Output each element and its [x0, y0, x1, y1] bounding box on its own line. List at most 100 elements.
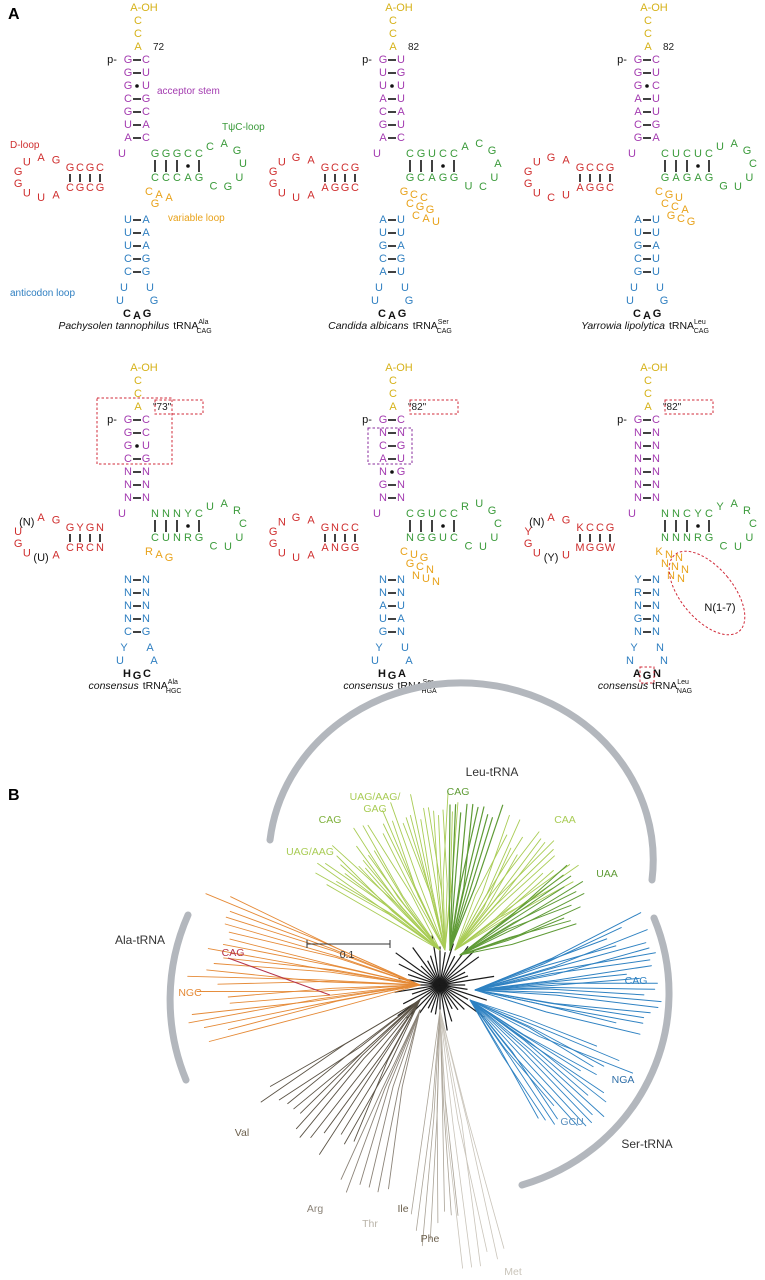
- d-stem-3p-nt: G: [96, 182, 105, 194]
- core-edge: [439, 950, 475, 986]
- acceptor-3p-nt: N: [142, 479, 150, 491]
- d-stem-5p-nt: C: [341, 162, 349, 174]
- acceptor-5p-nt: C: [124, 453, 132, 465]
- terminal-nt: C: [644, 28, 652, 40]
- anticodon-stem-3p-nt: A: [397, 613, 405, 625]
- acceptor-5p-nt: G: [379, 54, 388, 66]
- anticodon-stem-3p-nt: G: [397, 253, 406, 265]
- anticodon-stem-5p-nt: C: [124, 626, 132, 638]
- t-stem-3p-nt: U: [162, 532, 170, 544]
- t-stem-5p-nt: Y: [694, 508, 702, 520]
- acceptor-5p-nt: G: [379, 119, 388, 131]
- t-loop-nt: U: [734, 541, 742, 553]
- network-branch: [423, 807, 446, 951]
- acceptor-3p-nt: G: [142, 453, 151, 465]
- t-stem-5p-nt: N: [151, 508, 159, 520]
- anticodon-loop-nt: U: [630, 282, 638, 294]
- variable-loop-nt: G: [426, 204, 435, 216]
- core-edge: [439, 975, 495, 986]
- d-stem-3p-nt: A: [321, 182, 329, 194]
- t-loop-nt: C: [749, 158, 757, 170]
- network-branch: [454, 814, 510, 951]
- scale-label: 0.1: [340, 949, 355, 961]
- network-branch: [474, 927, 622, 991]
- terminal-nt: A: [644, 41, 652, 53]
- t-loop-nt: C: [494, 518, 502, 530]
- core-edge: [439, 975, 469, 986]
- t-stem-5p-nt: U: [428, 148, 436, 160]
- network-branch: [362, 825, 441, 951]
- network-branch: [474, 952, 656, 991]
- network-branch: [469, 999, 607, 1103]
- network-branch: [278, 999, 421, 1101]
- network-branch: [373, 850, 441, 951]
- network-branch: [439, 1009, 463, 1269]
- variable-loop-nt: N: [426, 564, 434, 576]
- network-branch: [454, 886, 556, 951]
- network-branch: [203, 984, 421, 1029]
- network-branch: [222, 943, 421, 986]
- network-branch: [474, 945, 617, 991]
- t-stem-5p-nt: C: [195, 148, 203, 160]
- terminal-nt: C: [389, 388, 397, 400]
- terminal-nt: A-OH: [385, 362, 413, 374]
- t-loop-nt: A: [731, 498, 739, 510]
- anticodon-loop-nt: U: [401, 642, 409, 654]
- t-stem-5p-nt: C: [195, 508, 203, 520]
- variable-loop-nt: C: [420, 192, 428, 204]
- anticodon-stem-3p-nt: G: [142, 626, 151, 638]
- anticodon-loop-nt: Y: [630, 642, 638, 654]
- d-stem-5p-nt: G: [66, 162, 75, 174]
- t-stem-5p-nt: U: [694, 148, 702, 160]
- network-branch: [367, 824, 441, 951]
- network-branch: [415, 1009, 441, 1231]
- group-label-ala: Ala-tRNA: [115, 933, 165, 947]
- t-stem-3p-nt: G: [683, 172, 692, 184]
- t-stem-5p-nt: C: [705, 148, 713, 160]
- network-branch: [356, 845, 441, 951]
- acceptor-5p-nt: G: [634, 132, 643, 144]
- acceptor-5p-nt: G: [124, 414, 133, 426]
- leaf-leu-uaa: UAA: [596, 868, 618, 880]
- acceptor-5p-nt: G: [124, 106, 133, 118]
- leaf-val: Val: [235, 1127, 249, 1139]
- t-stem-3p-nt: N: [672, 532, 680, 544]
- network-branch: [469, 999, 593, 1116]
- label-variable: variable loop: [168, 213, 225, 224]
- anticodon-loop-nt: C: [378, 308, 386, 320]
- t-loop-nt: R: [743, 505, 751, 517]
- anticodon-stem-3p-nt: A: [652, 240, 660, 252]
- t-stem-5p-nt: C: [439, 508, 447, 520]
- d-loop-nt: U: [278, 156, 286, 168]
- d-stem-5p-nt: G: [576, 162, 585, 174]
- network-branch: [439, 1009, 445, 1212]
- t-stem-5p-nt: G: [151, 148, 160, 160]
- anticodon-loop-nt: C: [633, 308, 641, 320]
- t-stem-5p-nt: C: [406, 508, 414, 520]
- network-branch: [439, 1009, 498, 1260]
- leaf-leu-cag-left: CAG: [319, 814, 342, 826]
- core-edge: [439, 984, 459, 1011]
- acceptor-3p-nt: C: [652, 414, 660, 426]
- terminal-nt: A-OH: [640, 2, 668, 14]
- t-stem-5p-nt: C: [705, 508, 713, 520]
- network-branch: [449, 806, 485, 951]
- variable-loop-nt: G: [151, 198, 160, 210]
- d-loop-nt: U: [23, 156, 31, 168]
- d-loop-nt: G: [269, 526, 278, 538]
- core-edge: [439, 984, 465, 1010]
- core-edge: [398, 963, 441, 986]
- panel-label-a: A: [8, 6, 20, 23]
- anticodon-stem-5p-nt: U: [634, 227, 642, 239]
- anticodon-stem-5p-nt: N: [379, 574, 387, 586]
- arc-leu: [266, 679, 657, 884]
- t-stem-5p-nt: U: [428, 508, 436, 520]
- network-branch: [474, 947, 650, 991]
- t-loop-nt: C: [206, 141, 214, 153]
- t-loop-nt: U: [490, 172, 498, 184]
- acceptor-3p-nt: N: [142, 466, 150, 478]
